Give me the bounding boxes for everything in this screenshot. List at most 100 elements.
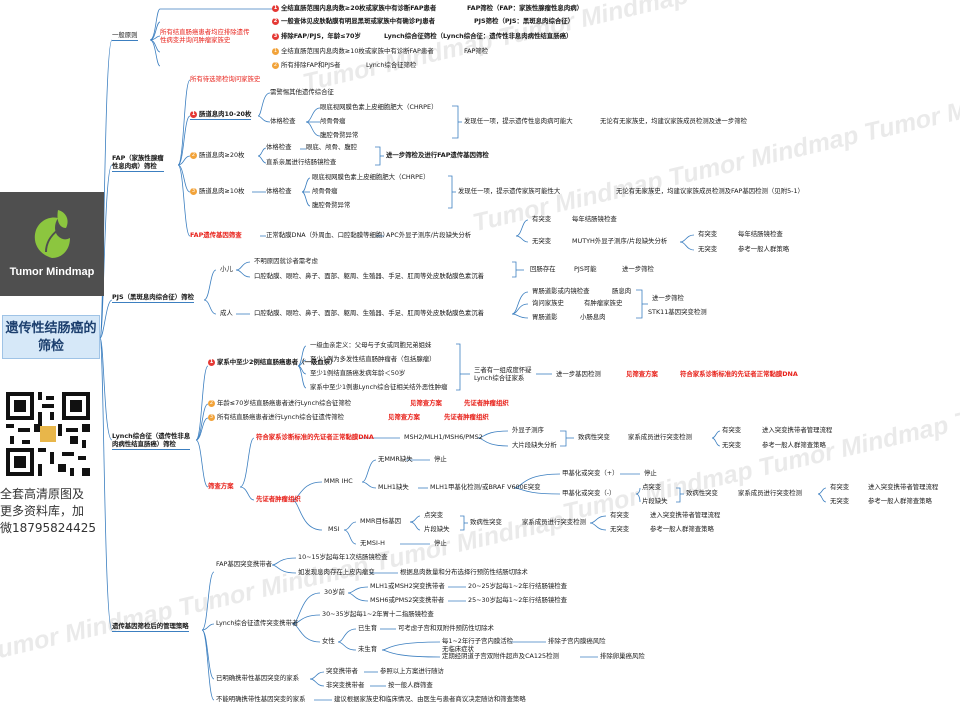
- general-result: FAP筛检（FAP：家族性腺瘤性息肉病）: [467, 4, 583, 12]
- general-result: Lynch综合征筛检: [366, 61, 417, 69]
- lynch-node: 有突变: [610, 511, 630, 519]
- lynch-node: 先证者肿瘤组织: [444, 413, 489, 421]
- lynch-node: 无突变: [610, 525, 630, 533]
- fap-node: 腹腔骨赘异常: [320, 131, 359, 139]
- fap-node: 每年结肠镜检查: [572, 215, 617, 223]
- mgmt-node: 不能明确携带性基因突变的家系: [216, 695, 306, 703]
- pjs-node: 进一步筛检: [652, 294, 684, 302]
- mgmt-node: 排除子宫内膜癌风险: [548, 637, 606, 645]
- lynch-node: 家系中至少1例患Lynch综合征相关结外恶性肿瘤: [310, 383, 448, 391]
- fap-node: 体格检查: [270, 117, 296, 125]
- lynch-node: MMR目标基因: [360, 517, 402, 525]
- number-2-icon: 2: [190, 151, 197, 159]
- lynch-node: 片段缺失: [642, 497, 668, 505]
- general-result: Lynch综合征筛检（Lynch综合征：遗传性非息肉病性结直肠癌）: [384, 32, 573, 40]
- branch-management: 遗传基因筛检后的管理策略: [112, 622, 189, 632]
- qr-code: [6, 392, 90, 476]
- promo-line: 微18795824425: [0, 521, 96, 535]
- lynch-node: 外显子测序: [512, 426, 544, 434]
- fap-node: 体格检查: [266, 143, 292, 151]
- pjs-node: 询问家族史: [532, 299, 564, 307]
- mgmt-node: 20~25岁起每1~2年行结肠镜检查: [468, 582, 568, 590]
- general-note: 所有结直肠癌患者均应排除遗传: [160, 28, 250, 36]
- mgmt-node: Lynch综合征遗传突变携带者: [216, 619, 299, 627]
- number-1-icon: 1: [208, 358, 215, 366]
- lynch-node: 无突变: [722, 441, 742, 449]
- fap-node: 眼底视网膜色素上皮细胞肥大（CHRPE）: [320, 103, 438, 111]
- pjs-node: 有肿瘤家族史: [584, 299, 623, 307]
- pjs-node: 肠息肉: [612, 287, 632, 295]
- mgmt-node: 女性: [322, 637, 335, 645]
- fap-node: 参考一般人群策略: [738, 245, 790, 253]
- lynch-node: 进入突变携带者管理流程: [762, 426, 833, 434]
- pjs-node: PJS可能: [574, 265, 597, 273]
- number-3-icon: 3: [190, 187, 197, 195]
- pjs-node: STK11基因突变检测: [648, 308, 707, 316]
- number-1-icon: 1: [272, 4, 279, 12]
- lynch-node: 至少1例为多发性结直肠肿瘤者（包括腺瘤）: [310, 355, 436, 363]
- pjs-node: 胃肠道影: [532, 313, 558, 321]
- number-2-icon: 2: [272, 61, 279, 69]
- lynch-node: 进入突变携带者管理流程: [650, 511, 721, 519]
- pjs-node: 不明原因就诊者需考虑: [254, 257, 318, 265]
- pjs-node: 成人: [220, 309, 233, 317]
- fap-node: 有突变: [532, 215, 552, 223]
- lynch-node: 参考一般人群筛查策略: [650, 525, 714, 533]
- fap-node: APC外显子测序/片段缺失分析: [386, 231, 472, 239]
- mgmt-node: 排除卵巢癌风险: [600, 652, 645, 660]
- mgmt-node: 10~15岁起每年1次结肠镜检查: [298, 553, 388, 561]
- branch-lynch: Lynch综合征（遗传性非息肉病性结直肠癌）筛检: [112, 432, 191, 450]
- lynch-node: 进入突变携带者管理流程: [868, 483, 939, 491]
- mgmt-node: 已明确携带性基因突变的家系: [216, 674, 300, 682]
- lynch-node: 见筛查方案: [388, 413, 420, 421]
- fap-node: 需警惕其他遗传综合征: [270, 88, 334, 96]
- lynch-node: 见筛查方案: [410, 399, 442, 407]
- lynch-node: 停止: [434, 539, 447, 547]
- fap-node: 无突变: [698, 245, 718, 253]
- number-3-icon: 3: [272, 32, 279, 40]
- pjs-node: 小肠息肉: [580, 313, 606, 321]
- lynch-node: 甲基化或突变（+）: [562, 469, 619, 477]
- lynch-node: 停止: [644, 469, 657, 477]
- lynch-node: 有突变: [830, 483, 850, 491]
- lynch-node: 大片段缺失分析: [512, 441, 557, 449]
- fap-node: MUTYH外显子测序/片段缺失分析: [572, 237, 668, 245]
- fap-node: 直系亲属进行结肠镜检查: [266, 158, 337, 166]
- mgmt-node: 未生育: [358, 645, 378, 653]
- pjs-node: 口腔黏膜、眼睑、鼻子、面部、躯周、生殖器、手足、肛周等处皮肤黏膜色素沉着: [254, 309, 485, 317]
- fap-node: 进一步筛检及进行FAP遗传基因筛检: [386, 151, 489, 159]
- lynch-node: 符合家系诊断标准的先证者正常黏膜DNA: [256, 433, 374, 441]
- fap-node: 发现任一项，提示遗传性息肉病可能大: [464, 117, 573, 125]
- mgmt-node: MSH6或PMS2突变携带者: [370, 596, 445, 604]
- lynch-node: 参考一般人群筛查策略: [868, 497, 932, 505]
- brand-logo: Tumor Mindmap: [0, 192, 104, 296]
- fap-node: 颅骨骨瘤: [320, 117, 346, 125]
- fap-node: 无突变: [532, 237, 552, 245]
- lynch-node: 点突变: [642, 483, 662, 491]
- mgmt-node: 按一般人群筛查: [388, 681, 433, 689]
- lynch-node: 进一步基因检测: [556, 370, 601, 378]
- number-1-icon: 1: [272, 47, 279, 55]
- fap-node: 每年结肠镜检查: [738, 230, 783, 238]
- lynch-node: 见筛查方案: [626, 370, 658, 378]
- fap-node: 眼底、颅骨、腹腔: [306, 143, 358, 151]
- mgmt-node: 可考虑子宫和双附件预防性切除术: [398, 624, 494, 632]
- logo-text: Tumor Mindmap: [9, 266, 95, 278]
- lynch-node: 至少1例结直肠癌发病年龄＜50岁: [310, 369, 406, 377]
- mgmt-node: MLH1或MSH2突变携带者: [370, 582, 445, 590]
- lynch-node: MLH1缺失: [378, 483, 409, 491]
- lynch-node: 一级血亲定义：父母与子女或同胞兄弟姐妹: [310, 341, 432, 349]
- mgmt-node: 30岁前: [324, 588, 345, 596]
- pjs-node: 小儿: [220, 265, 233, 273]
- lynch-node: 甲基化或突变（-）: [562, 489, 616, 497]
- number-3-icon: 3: [208, 413, 215, 421]
- branch-general: 一般原则: [112, 31, 138, 41]
- branch-fap: FAP（家族性腺瘤性息肉病）筛检: [112, 154, 164, 172]
- lynch-node: 致病性突变: [578, 433, 610, 441]
- general-note: 性病变并询问肿瘤家族史: [160, 36, 231, 44]
- number-2-icon: 2: [272, 17, 279, 25]
